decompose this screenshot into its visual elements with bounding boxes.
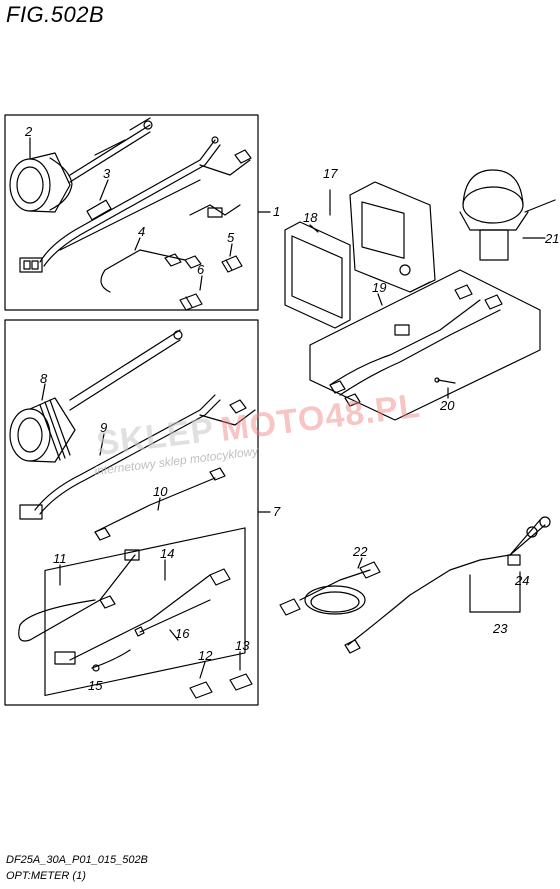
kit-box-19	[309, 269, 541, 421]
callout-4: 4	[138, 224, 145, 239]
part-14-harness	[54, 568, 231, 665]
part-21-sensor	[459, 169, 556, 261]
part-6-plug	[179, 293, 203, 311]
callout-18: 18	[303, 210, 318, 225]
callout-7: 7	[273, 504, 281, 519]
part-17-display-unit	[349, 181, 436, 293]
part-24-connector	[507, 554, 521, 566]
part-16-tie	[134, 599, 211, 637]
diagram-code: DF25A_30A_P01_015_502B	[6, 854, 148, 866]
callout-23: 23	[492, 621, 508, 636]
callout-13: 13	[235, 638, 250, 653]
part-8-gauge	[9, 329, 183, 463]
part-15-tape	[91, 649, 131, 672]
callout-16: 16	[175, 626, 190, 641]
part-13-plug	[229, 673, 253, 691]
callout-10: 10	[153, 484, 168, 499]
callout-5: 5	[227, 230, 235, 245]
part-11-cable	[18, 549, 140, 642]
callout-11: 11	[53, 551, 67, 566]
callout-15: 15	[88, 678, 103, 693]
callout-21: 21	[544, 231, 559, 246]
callouts: 2 3 4 5 6 1 8 9 10 7 11 14 16 15 12 13 1…	[24, 124, 559, 693]
part-22-cable	[279, 561, 381, 616]
callout-22: 22	[352, 544, 368, 559]
kit-sub-box	[44, 527, 246, 697]
callout-17: 17	[323, 166, 338, 181]
watermark-brand-2: MOTO48.PL	[218, 387, 422, 449]
part-9-harness	[19, 394, 256, 520]
callout-24: 24	[514, 573, 529, 588]
callout-12: 12	[198, 648, 213, 663]
callout-2: 2	[24, 124, 33, 139]
callout-9: 9	[100, 420, 107, 435]
callout-20: 20	[439, 398, 455, 413]
diagram-title: OPT:METER (1)	[6, 870, 86, 882]
callout-8: 8	[40, 371, 48, 386]
part-20-screw	[434, 377, 456, 384]
callout-19: 19	[372, 280, 386, 295]
part-23-harness	[344, 516, 551, 654]
callout-14: 14	[160, 546, 174, 561]
callout-6: 6	[197, 262, 205, 277]
callout-3: 3	[103, 166, 111, 181]
part-4-cable	[100, 249, 202, 293]
part-10-cable	[94, 467, 226, 541]
part-18-cover	[284, 221, 351, 329]
part-2-gauge	[9, 117, 153, 213]
callout-1: 1	[273, 204, 280, 219]
figure-title: FIG.502B	[6, 2, 105, 27]
part-5-plug	[221, 255, 243, 273]
part-19-harness	[329, 284, 503, 407]
part-3-harness	[19, 136, 252, 273]
part-12-plug	[189, 681, 213, 699]
